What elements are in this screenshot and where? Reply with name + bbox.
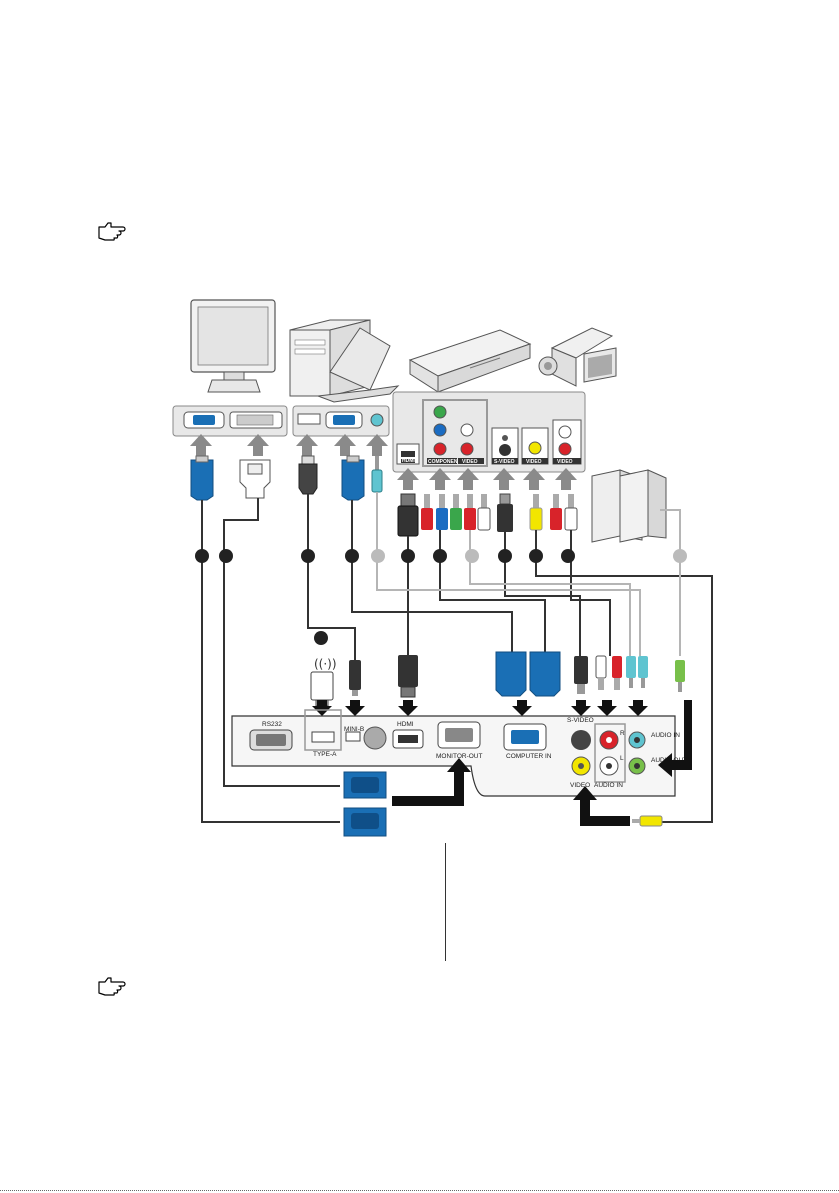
monitor-icon [191,300,275,392]
audio-mini-jack-top [372,456,382,492]
source-video-label: VIDEO [526,459,542,465]
computer-icon [290,320,398,402]
hdmi-port-label: HDMI [397,721,414,728]
l-channel-label: L [620,755,624,762]
downward-arrows [312,700,648,716]
monitor-port-panel [173,406,287,436]
video-rca-connectors [530,494,577,530]
s-video-port-label: S-VIDEO [567,717,594,724]
video-source-port-panel: HDMI COMPONENT VIDEO S-VIDEO VIDEO VIDEO [393,392,585,472]
source-audio-video-label: VIDEO [462,459,478,465]
vga-connector-top-2 [342,456,364,500]
rs232-port-label: RS232 [262,721,282,728]
source-s-video-label: S-VIDEO [494,459,515,465]
component-rca-connectors [421,494,490,530]
vga-connectors-bottom [496,652,560,696]
hdmi-connector-bottom [398,655,418,697]
dvd-player-icon [410,330,530,392]
audio-mini-jacks-bottom [626,656,685,692]
mini-b-port-label: MINI-B [344,726,364,733]
audio-rca-connectors-bottom [596,656,622,690]
vga-connector-top-1 [191,456,213,500]
dvi-connector-top [240,460,270,498]
svg-text:((·)): ((·)) [314,657,337,671]
type-a-port-label: TYPE-A [313,751,337,758]
source-audio-label: VIDEO [557,459,573,465]
r-channel-label: R [620,730,625,737]
usb-connector-top [299,456,317,494]
computer-port-panel [293,406,389,436]
video-rca-connector-bottom [632,816,662,826]
mini-usb-connector [349,660,361,696]
source-component-label: COMPONENT [428,459,461,465]
source-hdmi-label: HDMI [402,458,415,464]
wireless-dongle-icon: ((·)) [311,657,337,706]
speakers-icon [592,470,666,542]
hdmi-connector-top [398,494,418,536]
camcorder-icon [539,328,616,386]
audio-in-jack-label: AUDIO IN [651,732,680,739]
monitor-out-vga-connectors [344,772,386,836]
video-port-label: VIDEO [570,782,590,789]
audio-in-rca-label: AUDIO IN [594,782,623,789]
computer-in-port-label: COMPUTER IN [506,753,552,760]
s-video-connector-bottom [574,656,588,694]
s-video-connector-top [497,494,513,532]
